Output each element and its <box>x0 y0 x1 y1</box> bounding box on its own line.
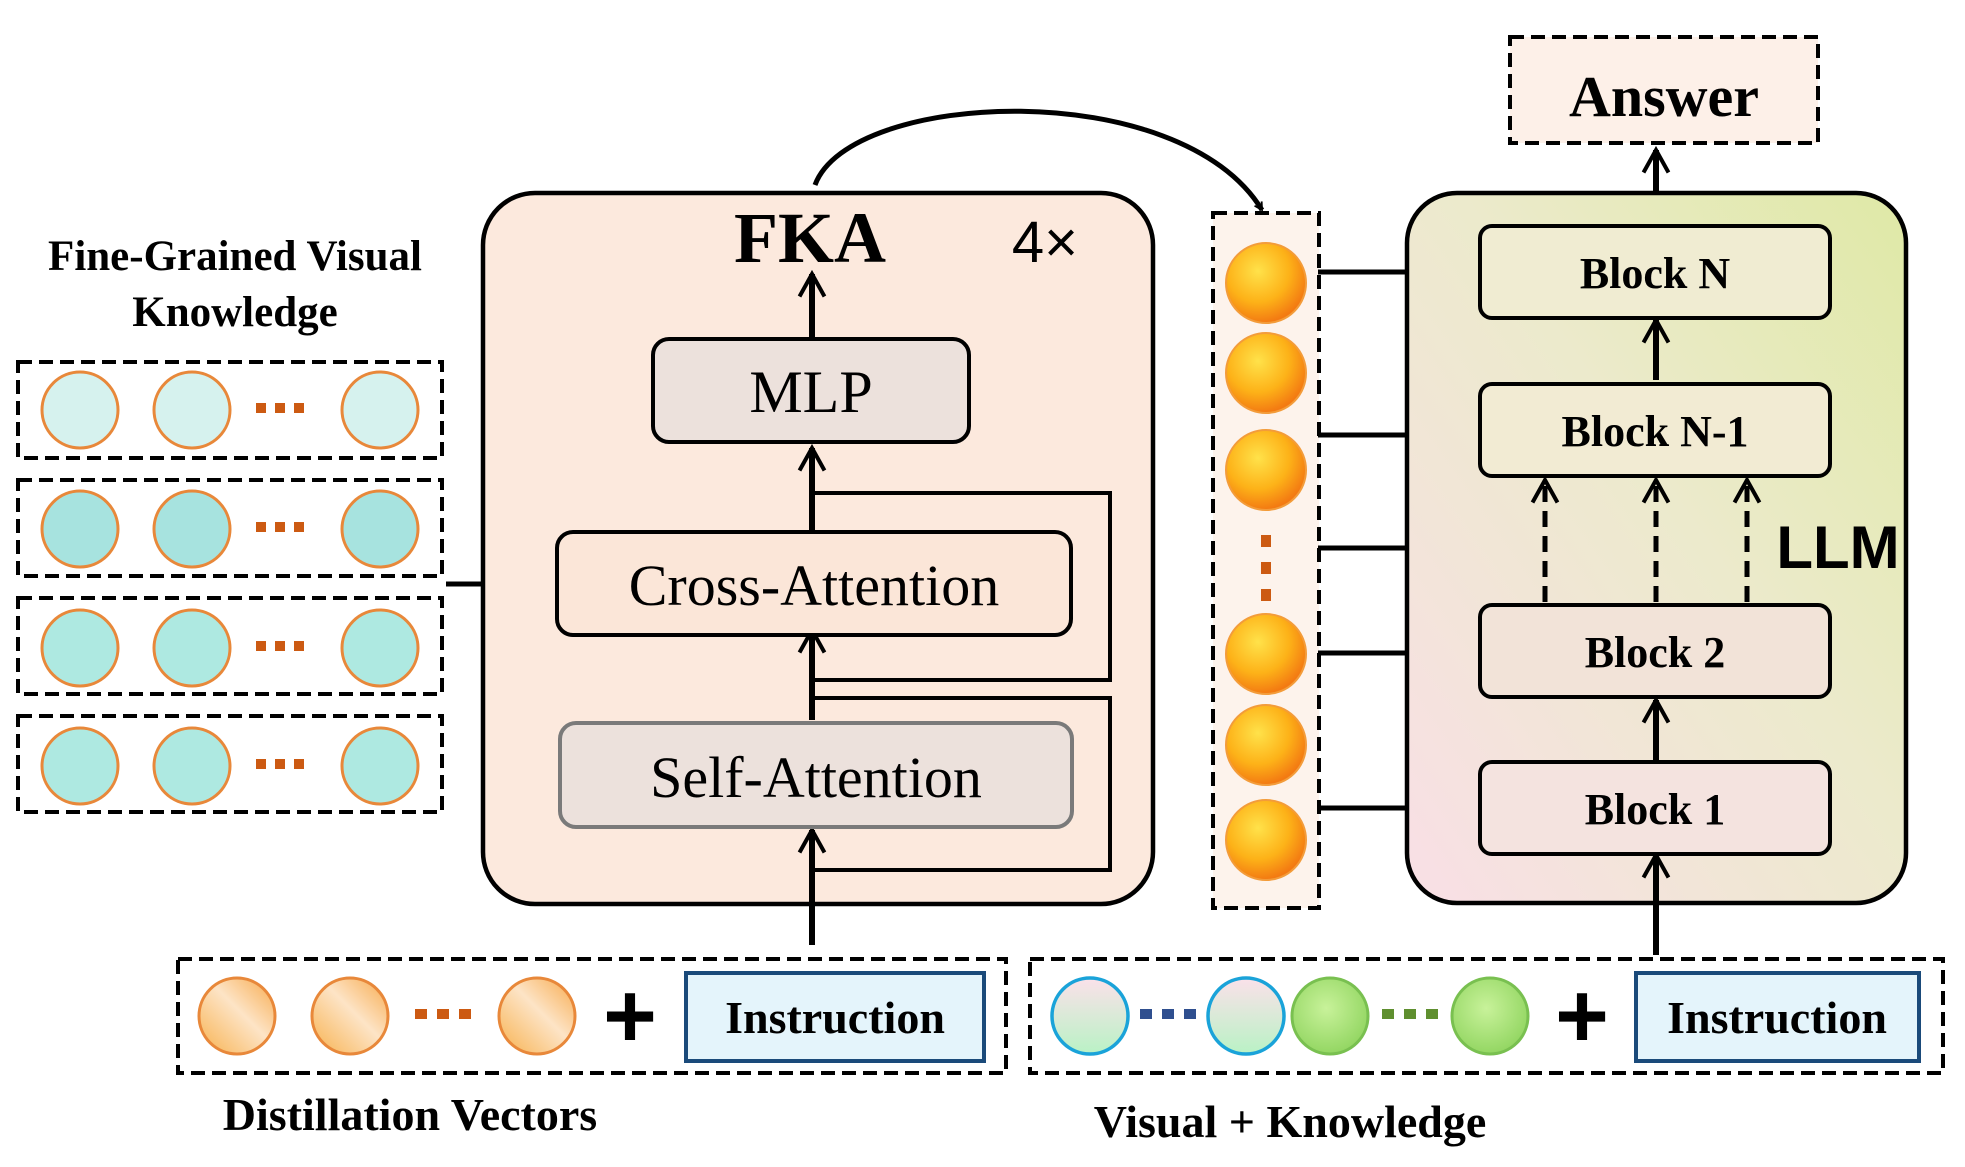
visual-token <box>1206 976 1286 1056</box>
fka-token <box>1225 613 1307 695</box>
answer-box <box>1508 35 1820 145</box>
cross-attention-label: Cross-Attention <box>629 553 1000 618</box>
knowledge-token <box>152 489 232 569</box>
distillation-token <box>310 976 390 1056</box>
plus-sign-left: + <box>603 965 657 1067</box>
green-ellipsis-dots <box>1382 1009 1438 1019</box>
cross-attention-block <box>555 530 1073 637</box>
block-1 <box>1478 760 1832 856</box>
residual-connection-lower <box>812 696 1112 872</box>
ellipsis-dots <box>256 641 304 651</box>
knowledge-token-green <box>1450 976 1530 1056</box>
self-attention-block <box>558 721 1074 829</box>
fka-token <box>1225 799 1307 881</box>
knowledge-token <box>340 489 420 569</box>
instruction-label-right: Instruction <box>1667 992 1887 1043</box>
ellipsis-dots <box>256 759 304 769</box>
residual-connection-upper <box>812 491 1112 682</box>
fka-token <box>1225 429 1307 511</box>
knowledge-row-2 <box>16 478 444 578</box>
llm-label: LLM <box>1776 514 1899 581</box>
knowledge-row-4 <box>16 714 444 814</box>
instruction-box-right <box>1634 971 1921 1063</box>
distillation-token <box>497 976 577 1056</box>
answer-label: Answer <box>1569 64 1759 129</box>
block-1-label: Block 1 <box>1585 785 1726 834</box>
knowledge-token <box>40 608 120 688</box>
fka-token <box>1225 242 1307 324</box>
knowledge-row-3 <box>16 596 444 696</box>
knowledge-token <box>340 370 420 450</box>
visual-knowledge-label: Visual + Knowledge <box>1094 1096 1487 1147</box>
fka-token <box>1225 332 1307 414</box>
distillation-token <box>197 976 277 1056</box>
fka-output-tokens <box>1211 211 1321 910</box>
visual-token <box>1050 976 1130 1056</box>
block-n-1 <box>1478 382 1832 478</box>
repeat-count: 4× <box>1012 210 1078 275</box>
block-n-1-label: Block N-1 <box>1562 407 1749 456</box>
block-2-label: Block 2 <box>1585 628 1726 677</box>
fine-grained-title-line1: Fine-Grained Visual <box>48 233 422 280</box>
fka-title: FKA <box>734 198 886 278</box>
knowledge-row-1 <box>16 360 444 460</box>
blue-ellipsis-dots <box>1140 1009 1196 1019</box>
distillation-vectors-label: Distillation Vectors <box>223 1089 597 1140</box>
self-attention-label: Self-Attention <box>650 745 982 810</box>
plus-sign-right: + <box>1555 965 1609 1067</box>
knowledge-token <box>152 370 232 450</box>
knowledge-token-green <box>1290 976 1370 1056</box>
fka-token <box>1225 704 1307 786</box>
knowledge-token <box>40 370 120 450</box>
fka-output-curved-arrow <box>812 108 1265 210</box>
vertical-ellipsis-dots <box>1261 535 1271 601</box>
knowledge-token <box>152 608 232 688</box>
knowledge-token <box>152 726 232 806</box>
block-2 <box>1478 603 1832 699</box>
knowledge-token <box>340 608 420 688</box>
fine-grained-title-line2: Knowledge <box>132 289 337 336</box>
instruction-label-left: Instruction <box>725 992 945 1043</box>
ellipsis-dots <box>415 1009 471 1019</box>
knowledge-token <box>40 726 120 806</box>
knowledge-token <box>340 726 420 806</box>
block-n-label: Block N <box>1580 249 1731 298</box>
ellipsis-dots <box>256 403 304 413</box>
knowledge-token <box>40 489 120 569</box>
mlp-label: MLP <box>749 359 872 425</box>
block-n <box>1478 224 1832 320</box>
mlp-block <box>651 337 971 444</box>
instruction-box-left <box>684 971 986 1063</box>
ellipsis-dots <box>256 522 304 532</box>
